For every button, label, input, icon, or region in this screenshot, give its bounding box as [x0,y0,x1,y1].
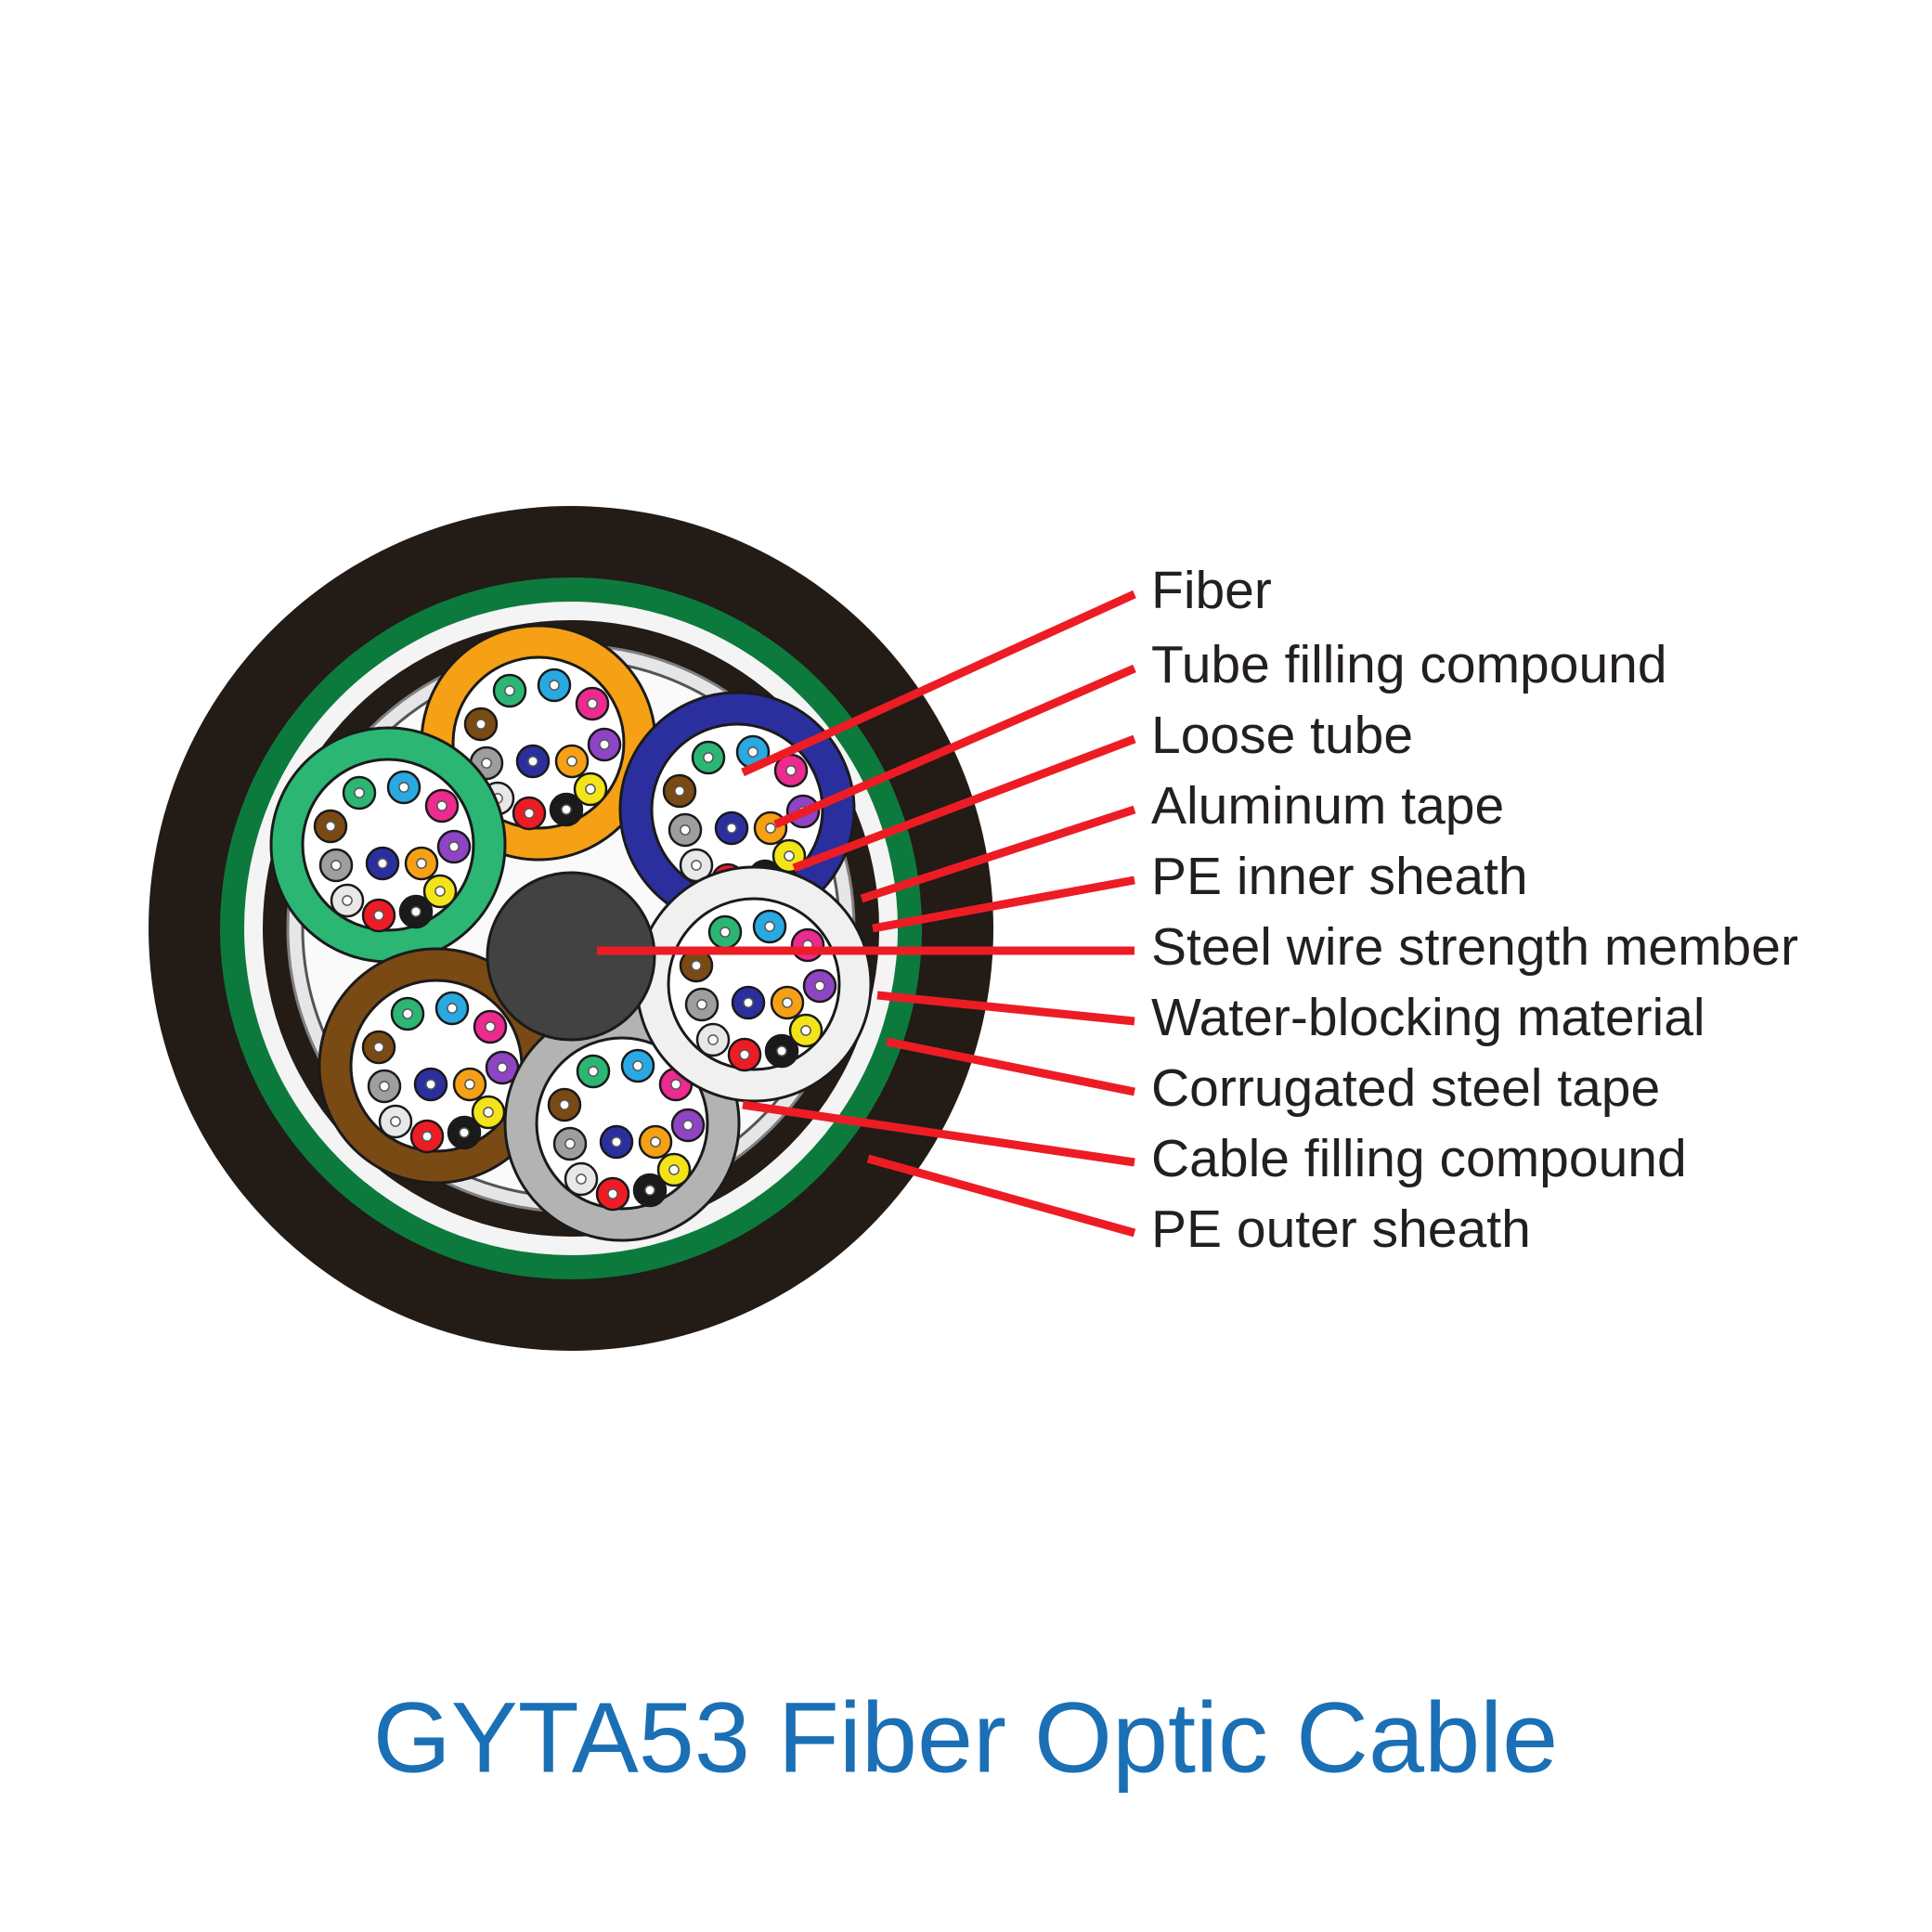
fiber-core [703,752,714,763]
fiber-core [720,927,731,938]
page-title: GYTA53 Fiber Optic Cable [373,1681,1559,1794]
fiber-core [398,782,409,793]
fiber-core [585,784,596,795]
leader-line-tube-filling-compound [773,664,1136,829]
fiber-core [696,999,707,1010]
fiber-core [650,1136,661,1148]
fiber-core [549,680,560,691]
fiber-core [504,685,515,696]
fiber-core [747,746,759,758]
loose-tube-white [635,865,873,1103]
fiber-core [764,921,775,932]
fiber-core [377,858,388,869]
fiber-core [674,785,685,797]
fiber-core [784,850,795,862]
fiber-core [559,1099,570,1110]
fiber-core [331,860,342,871]
fiber-core [739,1049,750,1060]
fiber-core [373,910,384,921]
fiber-core [527,756,538,767]
loose-tube-green [269,726,507,964]
fiber-core [587,698,598,709]
leader-lines-group [597,590,1136,1238]
fiber-core [464,1079,475,1090]
leader-line-cable-filling-compound [742,1100,1135,1167]
leader-line-fiber [741,590,1136,777]
fiber-core [402,1008,413,1019]
fiber-core [485,1021,496,1032]
fiber-core [497,1062,508,1073]
fiber-core [691,960,702,971]
fiber-core [814,980,825,992]
fiber-core [434,886,446,897]
fiber-core [800,1025,811,1036]
fiber-core [354,787,365,798]
steel-wire-group [486,871,656,1042]
label-corrugated-steel-tape: Corrugated steel tape [1151,1058,1660,1118]
fiber-core [765,823,776,834]
fiber-core [561,804,572,815]
fiber-core [726,823,737,834]
label-loose-tube: Loose tube [1151,706,1413,765]
fiber-core [566,756,577,767]
fiber-core [373,1042,384,1053]
fiber-core [611,1136,622,1148]
steel-wire-strength-member [486,871,656,1042]
fiber-core [691,860,702,871]
fiber-core [475,719,486,730]
fiber-core [564,1138,576,1149]
fiber-core [421,1131,433,1142]
label-steel-wire-strength: Steel wire strength member [1151,917,1798,977]
fiber-core [459,1127,470,1138]
fiber-core [447,1003,458,1014]
leader-line-aluminum-tape [860,805,1136,903]
fiber-core [483,1107,494,1118]
fiber-core [682,1120,694,1131]
loose-tube-brown [318,947,555,1185]
fiber-core [379,1081,390,1092]
fiber-core [644,1185,655,1196]
leader-line-pe-inner-sheath [872,875,1135,933]
fiber-core [707,1034,719,1045]
fiber-core [776,1045,787,1057]
fiber-core [785,765,797,776]
leader-line-pe-outer-sheath [866,1154,1136,1238]
fiber-core [607,1188,618,1199]
label-water-blocking: Water-blocking material [1151,988,1705,1047]
fiber-core [782,997,793,1008]
fiber-core [342,895,353,906]
fiber-core [410,906,421,917]
fiber-core [416,858,427,869]
fiber-core [448,841,460,852]
label-fiber: Fiber [1151,561,1272,620]
label-tube-filling-compound: Tube filling compound [1151,635,1667,694]
fiber-core [436,800,447,811]
fiber-core [390,1116,401,1127]
fiber-core [425,1079,436,1090]
fiber-core [680,824,691,836]
fiber-core [632,1060,643,1071]
fiber-core [743,997,754,1008]
leader-line-loose-tube [792,734,1136,873]
leader-line-water-blocking [876,991,1135,1026]
fiber-core [481,758,492,769]
fiber-core [325,821,336,832]
label-pe-inner-sheath: PE inner sheath [1151,847,1528,906]
fiber-core [524,808,535,819]
fiber-core [599,739,610,750]
fiber-core [668,1164,680,1175]
leader-line-corrugated-steel-tape [886,1037,1135,1096]
fiber-core [576,1173,587,1185]
fiber-core [670,1079,681,1090]
label-cable-filling-compound: Cable filling compound [1151,1129,1687,1188]
label-aluminum-tape: Aluminum tape [1151,776,1504,836]
fiber-core [588,1066,599,1077]
loose-tubes-group [269,624,873,1242]
label-pe-outer-sheath: PE outer sheath [1151,1199,1531,1259]
